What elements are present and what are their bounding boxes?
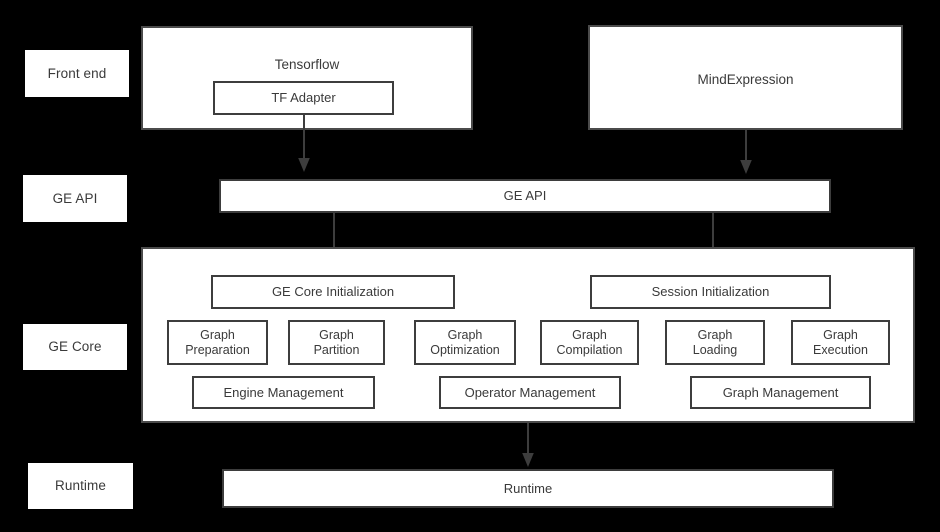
tf-adapter-label: TF Adapter [271, 90, 336, 106]
tile-engine-management-label: Engine Management [223, 384, 344, 400]
tier-label-ge-core: GE Core [23, 324, 127, 370]
tile-graph-management[interactable]: Graph Management [690, 376, 871, 409]
tile-graph-partition[interactable]: Graph Partition [288, 320, 385, 365]
tile-operator-management-label: Operator Management [464, 384, 596, 400]
tile-operator-management[interactable]: Operator Management [439, 376, 621, 409]
arrow-ge-core-to-runtime [518, 423, 538, 469]
tile-graph-optimization-label: Graph Optimization [430, 327, 500, 357]
runtime-box[interactable]: Runtime [222, 469, 834, 508]
tile-graph-compilation-label: Graph Compilation [556, 327, 623, 357]
ge-api-box-label: GE API [503, 188, 547, 204]
tile-engine-management[interactable]: Engine Management [192, 376, 375, 409]
tier-label-ge-api: GE API [23, 175, 127, 222]
tile-graph-execution-label: Graph Execution [813, 327, 868, 357]
tile-graph-partition-label: Graph Partition [313, 327, 360, 357]
ge-api-box[interactable]: GE API [219, 179, 831, 213]
tier-label-runtime: Runtime [28, 463, 133, 509]
session-initialization-label: Session Initialization [651, 284, 770, 300]
tile-graph-execution[interactable]: Graph Execution [791, 320, 890, 365]
tile-graph-preparation-label: Graph Preparation [185, 327, 250, 357]
arrow-mindexpression-to-ge-api [736, 130, 756, 176]
mindexpression-container: MindExpression [588, 25, 903, 130]
tensorflow-label: Tensorflow [274, 57, 340, 72]
tile-graph-loading[interactable]: Graph Loading [665, 320, 765, 365]
tile-graph-preparation[interactable]: Graph Preparation [167, 320, 268, 365]
tile-graph-compilation[interactable]: Graph Compilation [540, 320, 639, 365]
tile-graph-optimization[interactable]: Graph Optimization [414, 320, 516, 365]
tier-label-ge-core-text: GE Core [48, 339, 102, 355]
runtime-box-label: Runtime [503, 480, 553, 496]
tile-graph-management-label: Graph Management [722, 384, 839, 400]
tier-label-front-end-text: Front end [47, 65, 107, 81]
mindexpression-label: MindExpression [697, 72, 794, 87]
ge-core-initialization-label: GE Core Initialization [271, 284, 395, 300]
tier-label-runtime-text: Runtime [55, 478, 106, 494]
session-initialization-box[interactable]: Session Initialization [590, 275, 831, 309]
tier-label-ge-api-text: GE API [52, 190, 98, 206]
tf-adapter-box[interactable]: TF Adapter [213, 81, 394, 115]
tile-graph-loading-label: Graph Loading [692, 327, 738, 357]
tier-label-front-end: Front end [25, 50, 129, 97]
ge-core-initialization-box[interactable]: GE Core Initialization [211, 275, 455, 309]
